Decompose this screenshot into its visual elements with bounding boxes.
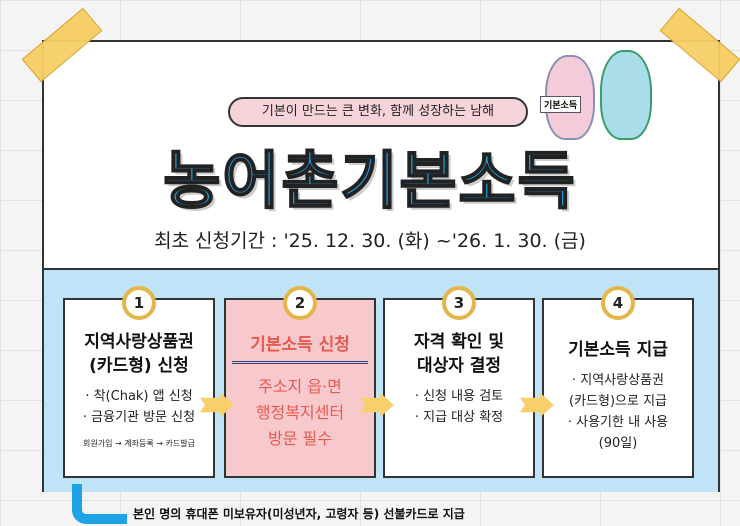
- step-line: (90일): [598, 436, 638, 451]
- step-title: 기본소득 지급: [568, 340, 668, 360]
- step-line: 행정복지센터: [255, 403, 345, 422]
- step-line: 방문 필수: [268, 429, 332, 448]
- slogan: 기본이 만드는 큰 변화, 함께 성장하는 남해: [228, 97, 528, 127]
- page-title: 농어촌기본소득: [162, 143, 577, 218]
- step-number: 3: [442, 286, 476, 320]
- step-line: · 금융기관 방문 신청: [82, 410, 196, 425]
- step-line: · 지역사랑상품권: [572, 373, 664, 388]
- step-note: 회원가입 → 계좌등록 → 카드발급: [83, 439, 195, 448]
- step-number: 4: [601, 286, 635, 320]
- step-line: 주소지 읍·면: [258, 377, 342, 396]
- step-title: 기본소득 신청: [232, 330, 368, 364]
- blue-mascot-icon: [600, 50, 652, 140]
- step-title: 자격 확인 및: [413, 332, 505, 352]
- step-card-4: 4 기본소득 지급 · 지역사랑상품권 (카드형)으로 지급 · 사용기한 내 사용…: [542, 286, 694, 478]
- step-line: · 착(Chak) 앱 신청: [85, 389, 193, 404]
- step-title: (카드형) 신청: [89, 356, 189, 376]
- step-number: 2: [283, 286, 317, 320]
- step-line: · 사용기한 내 사용: [567, 415, 669, 430]
- step-title: 대상자 결정: [416, 356, 502, 376]
- step-card-3: 3 자격 확인 및 대상자 결정 · 신청 내용 검토 · 지급 대상 확정: [383, 286, 535, 478]
- blue-arrow-icon: [72, 484, 127, 524]
- step-title: 지역사랑상품권: [84, 332, 194, 352]
- application-period: 최초 신청기간 : '25. 12. 30. (화) ~'26. 1. 30. …: [154, 230, 586, 252]
- step-card-1: 1 지역사랑상품권 (카드형) 신청 · 착(Chak) 앱 신청 · 금융기관 …: [63, 286, 215, 478]
- step-number: 1: [122, 286, 156, 320]
- mascot-sign: 기본소득: [540, 96, 582, 113]
- step-line: (카드형)으로 지급: [569, 394, 667, 409]
- step-line: · 지급 대상 확정: [414, 410, 504, 425]
- prepaid-card-note: 본인 명의 휴대폰 미보유자(미성년자, 고령자 등) 선불카드로 지급: [133, 507, 465, 521]
- step-line: · 신청 내용 검토: [414, 389, 504, 404]
